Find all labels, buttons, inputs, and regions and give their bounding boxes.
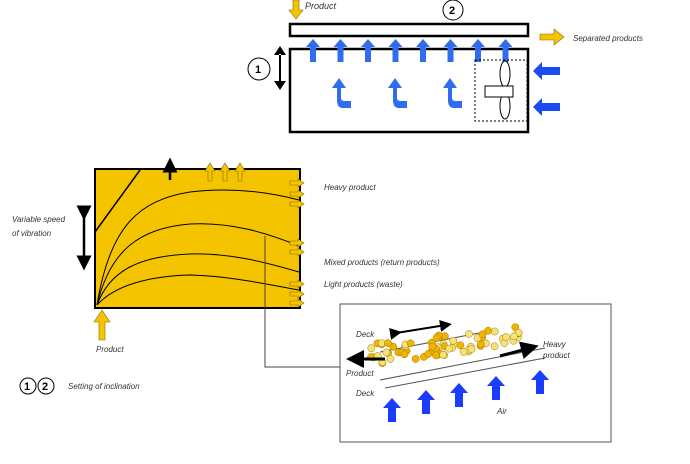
outlet-arrow	[289, 279, 305, 289]
heavy-out-arrow	[499, 341, 539, 360]
yellow-up-arrow	[234, 162, 246, 182]
air-up-arrow	[361, 39, 375, 62]
air-curl-arrow	[388, 78, 407, 108]
particle	[465, 330, 473, 338]
separated-products-arrow	[539, 28, 565, 46]
air-up-arrow	[416, 39, 430, 62]
outlet-arrow	[289, 289, 305, 299]
variable-speed-label-1: Variable speed	[12, 215, 66, 224]
particle	[467, 345, 476, 353]
particle	[449, 336, 458, 345]
particle	[510, 332, 518, 341]
particle	[382, 348, 391, 357]
top-product-label: Product	[305, 1, 337, 11]
particle	[428, 342, 437, 351]
yellow-up-arrow	[219, 162, 231, 182]
particle	[432, 351, 440, 360]
outlet-arrow	[289, 178, 305, 188]
light-products-label: Light products (waste)	[324, 280, 403, 289]
heavy-label-1: Heavy	[543, 340, 567, 349]
air-inlet-arrow-2	[533, 98, 560, 116]
air-arrow	[487, 376, 505, 400]
outlet-arrow	[289, 199, 305, 209]
particle	[367, 344, 376, 353]
inclination-arrow	[274, 46, 286, 90]
particle	[476, 340, 485, 349]
yellow-up-arrow	[204, 162, 216, 182]
light-product-label: Product	[346, 369, 374, 378]
separated-products-label: Separated products	[573, 34, 643, 43]
fan-icon	[484, 60, 514, 120]
circle-1-label: 1	[255, 64, 261, 76]
air-up-arrow	[443, 39, 458, 62]
outlet-arrow	[289, 247, 305, 257]
particle	[459, 348, 468, 356]
outlet-arrow	[289, 189, 305, 199]
setting-inclination-label: Setting of inclination	[68, 382, 140, 391]
deck	[288, 22, 530, 38]
air-up-arrow	[333, 39, 348, 62]
particle	[490, 327, 499, 336]
deck-plan: Variable speed of vibration Heavy produc…	[12, 157, 440, 395]
yellow-deck	[94, 168, 301, 309]
particle	[502, 333, 510, 341]
air-up-arrow	[388, 39, 403, 62]
air-inlet-arrow-1	[533, 62, 560, 80]
feed-product-label: Product	[96, 345, 124, 354]
heavy-product-label: Heavy product	[324, 183, 376, 192]
particle	[424, 350, 433, 358]
air-curl-arrows	[332, 78, 462, 108]
yellow-up-arrows	[204, 162, 246, 182]
particle	[432, 333, 441, 342]
circle-1	[247, 57, 271, 81]
particle	[490, 342, 499, 351]
outlet-arrow	[289, 298, 305, 308]
product-inlet-arrow	[288, 0, 304, 20]
mixed-products-label: Mixed products (return products)	[324, 258, 440, 267]
deck-bottom-label: Deck	[356, 389, 375, 398]
circle-2-label: 2	[449, 5, 455, 17]
air-curl-arrow	[443, 78, 462, 108]
legend-1: 1	[24, 381, 30, 393]
machine-section: Product 2 Separated products 1	[247, 0, 643, 134]
air-up-arrow	[471, 39, 485, 62]
particle	[456, 341, 465, 350]
air-curl-arrow	[332, 78, 351, 108]
outlet-arrows	[289, 178, 305, 308]
heavy-label-2: product	[542, 351, 570, 360]
air-arrow	[450, 383, 468, 407]
particle	[478, 330, 487, 339]
legend-2: 2	[42, 381, 48, 393]
product-feed-arrow	[93, 309, 111, 341]
particle	[439, 350, 448, 359]
air-up-arrow	[498, 39, 513, 62]
air-up-arrows	[306, 39, 513, 62]
legend-circle-1	[19, 377, 37, 395]
variable-speed-label-2: of vibration	[12, 229, 52, 238]
air-arrows	[383, 370, 549, 422]
particle	[445, 344, 454, 353]
outlet-arrow	[289, 238, 305, 248]
vibration-direction-arrow	[389, 320, 452, 340]
inset-detail: Deck Deck Product Heavy product Air	[339, 303, 612, 443]
particle	[400, 350, 409, 359]
particle	[384, 339, 392, 347]
particle	[484, 326, 492, 335]
fan-housing	[474, 59, 528, 122]
legend-circle-2	[37, 377, 55, 395]
air-arrow	[383, 398, 401, 422]
air-label: Air	[496, 407, 507, 416]
particle	[386, 355, 395, 363]
air-up-arrow	[306, 39, 320, 62]
circle-2	[442, 0, 464, 21]
deck-top-label: Deck	[356, 330, 375, 339]
callout-line	[264, 236, 340, 368]
air-arrow	[531, 370, 549, 394]
inset-frame	[339, 303, 612, 443]
air-arrow	[417, 390, 435, 414]
particle	[406, 339, 415, 348]
particle	[411, 355, 420, 363]
